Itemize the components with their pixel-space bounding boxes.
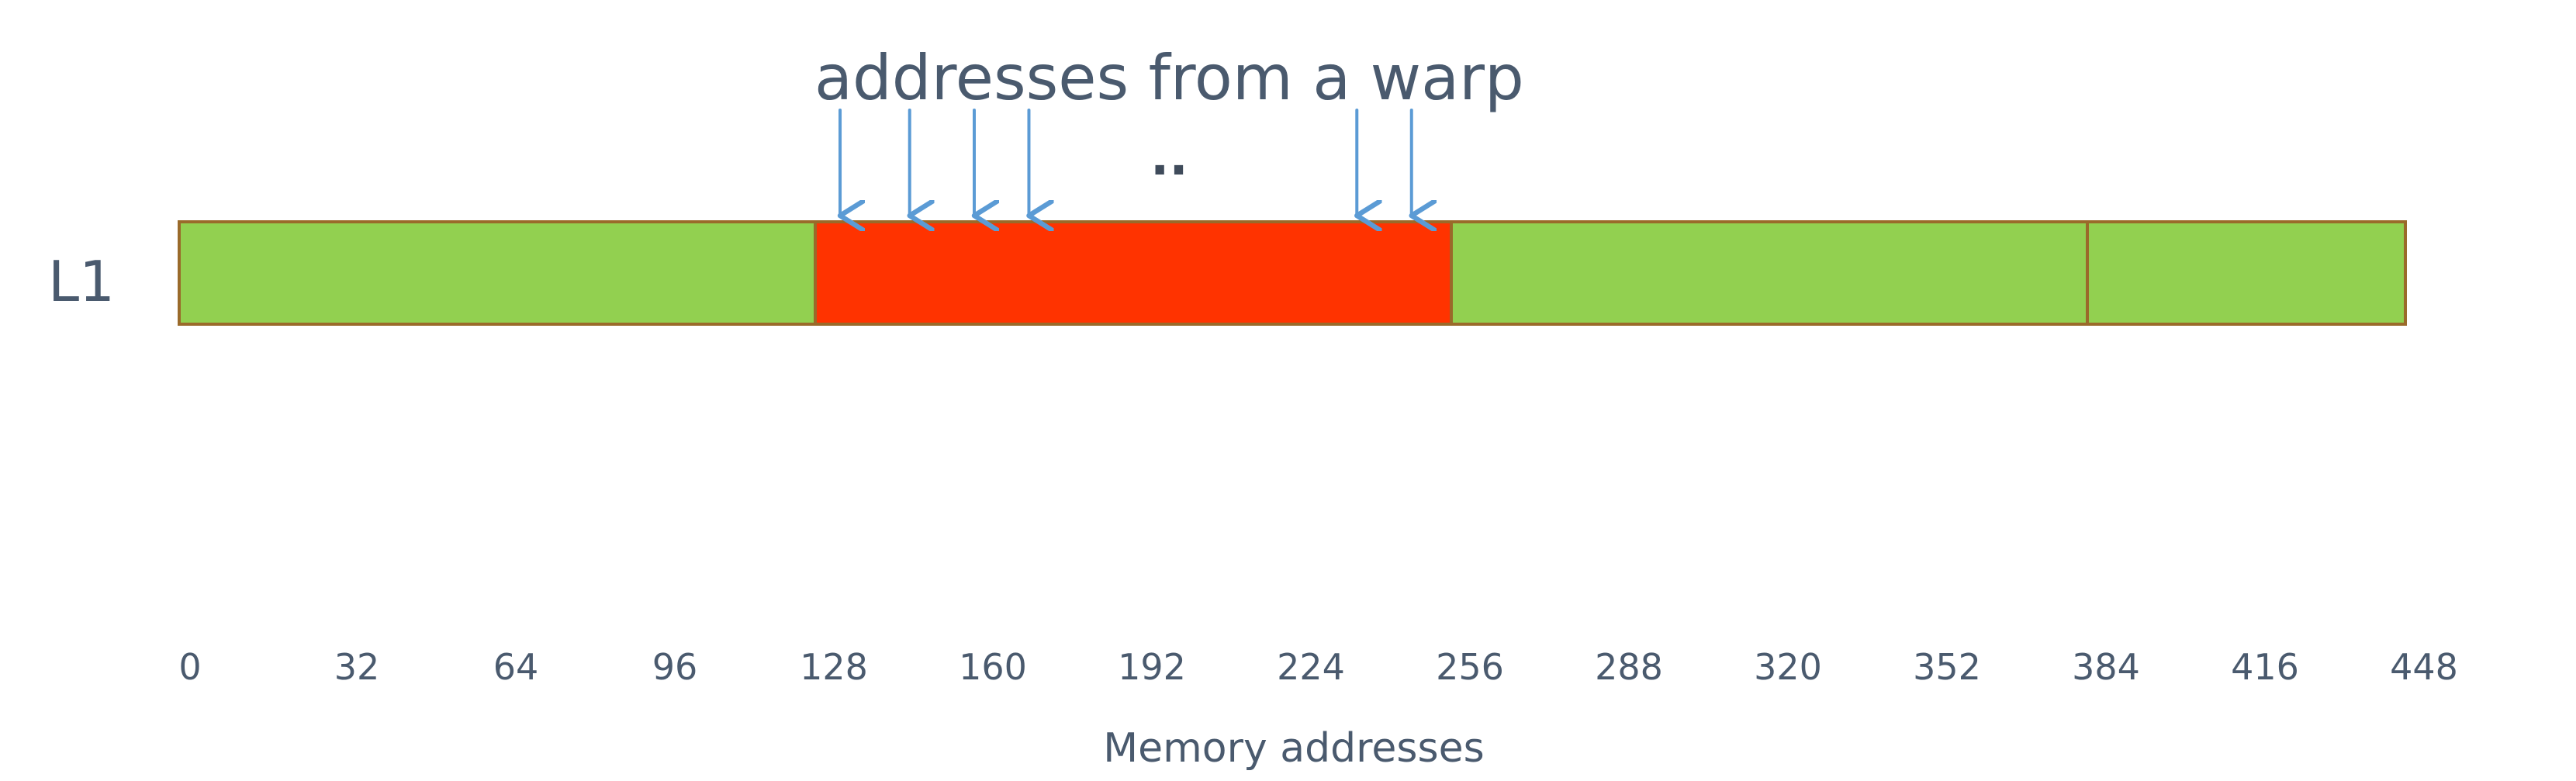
tick-label: 96 [652,646,698,688]
warp-addresses-title: addresses from a warp [814,42,1524,114]
warp-access-arrows [840,109,1412,216]
tick-label: 352 [1913,646,1981,688]
more-addresses-ellipsis: .. [1150,130,1188,187]
cache-segment-384-448 [2086,220,2407,326]
tick-label: 416 [2231,646,2299,688]
tick-label: 128 [800,646,868,688]
tick-label: 64 [493,646,539,688]
tick-label: 0 [178,646,201,688]
tick-label: 256 [1436,646,1504,688]
tick-label: 32 [334,646,380,688]
tick-label: 384 [2072,646,2140,688]
row-label-l1: L1 [48,249,115,314]
axis-title-memory-addresses: Memory addresses [1103,725,1484,772]
tick-label: 192 [1118,646,1186,688]
tick-label: 320 [1754,646,1822,688]
tick-label: 288 [1595,646,1663,688]
tick-label: 160 [959,646,1027,688]
tick-label: 448 [2390,646,2458,688]
cache-segment-256-384 [1450,220,2089,326]
address-tick-labels: 0 32 64 96 128 160 192 224 256 288 320 352 384 416 448 [178,646,2458,688]
cache-segment-128-256 [814,220,1453,326]
cache-segment-0-128 [178,220,817,326]
tick-label: 224 [1277,646,1345,688]
cache-line-segments [178,220,2407,326]
